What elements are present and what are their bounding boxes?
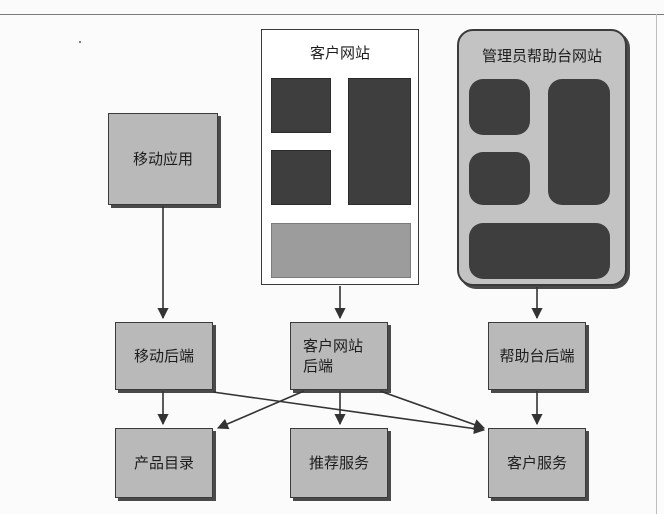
mobile-app-label: 移动应用 bbox=[132, 150, 193, 168]
arrow-mobile-backend-to-customer-service bbox=[212, 391, 486, 435]
recommendation-service-label: 推荐服务 bbox=[308, 454, 369, 472]
recommendation-service-node: 推荐服务 bbox=[290, 428, 388, 498]
customer-website-backend-label-line2: 后端 bbox=[303, 357, 334, 375]
customer-website-title: 客户网站 bbox=[309, 44, 370, 62]
customer-service-label: 客户服务 bbox=[506, 454, 567, 472]
right-border-line bbox=[656, 14, 657, 514]
top-border-line bbox=[0, 14, 664, 15]
admin-helpdesk-website-title: 管理员帮助台网站 bbox=[481, 47, 602, 65]
admin-block-top-left bbox=[469, 79, 530, 135]
helpdesk-backend-label: 帮助台后端 bbox=[499, 347, 575, 365]
website-block-mid-left bbox=[271, 150, 331, 205]
customer-website-backend-label-line1: 客户网站 bbox=[303, 337, 364, 355]
customer-service-node: 客户服务 bbox=[488, 428, 586, 498]
customer-website-node: 客户网站 bbox=[261, 29, 419, 285]
admin-helpdesk-website-node: 管理员帮助台网站 bbox=[457, 29, 627, 286]
admin-block-bottom-wide bbox=[469, 223, 610, 279]
helpdesk-backend-node: 帮助台后端 bbox=[488, 322, 586, 390]
product-catalog-node: 产品目录 bbox=[115, 428, 213, 498]
arrow-website-backend-to-customer-service bbox=[379, 390, 486, 430]
mobile-backend-label: 移动后端 bbox=[133, 347, 194, 365]
arrow-website-backend-to-product-catalog bbox=[216, 390, 305, 430]
admin-block-right-tall bbox=[548, 79, 610, 205]
admin-block-mid-left bbox=[469, 152, 530, 205]
customer-website-backend-node: 客户网站 后端 bbox=[290, 322, 388, 390]
website-block-top-left bbox=[271, 78, 331, 133]
product-catalog-label: 产品目录 bbox=[133, 454, 194, 472]
mobile-backend-node: 移动后端 bbox=[115, 322, 213, 390]
website-block-right-tall bbox=[348, 78, 411, 205]
mobile-app-node: 移动应用 bbox=[108, 113, 218, 205]
website-block-bottom-wide bbox=[271, 223, 411, 278]
speck bbox=[79, 41, 81, 43]
